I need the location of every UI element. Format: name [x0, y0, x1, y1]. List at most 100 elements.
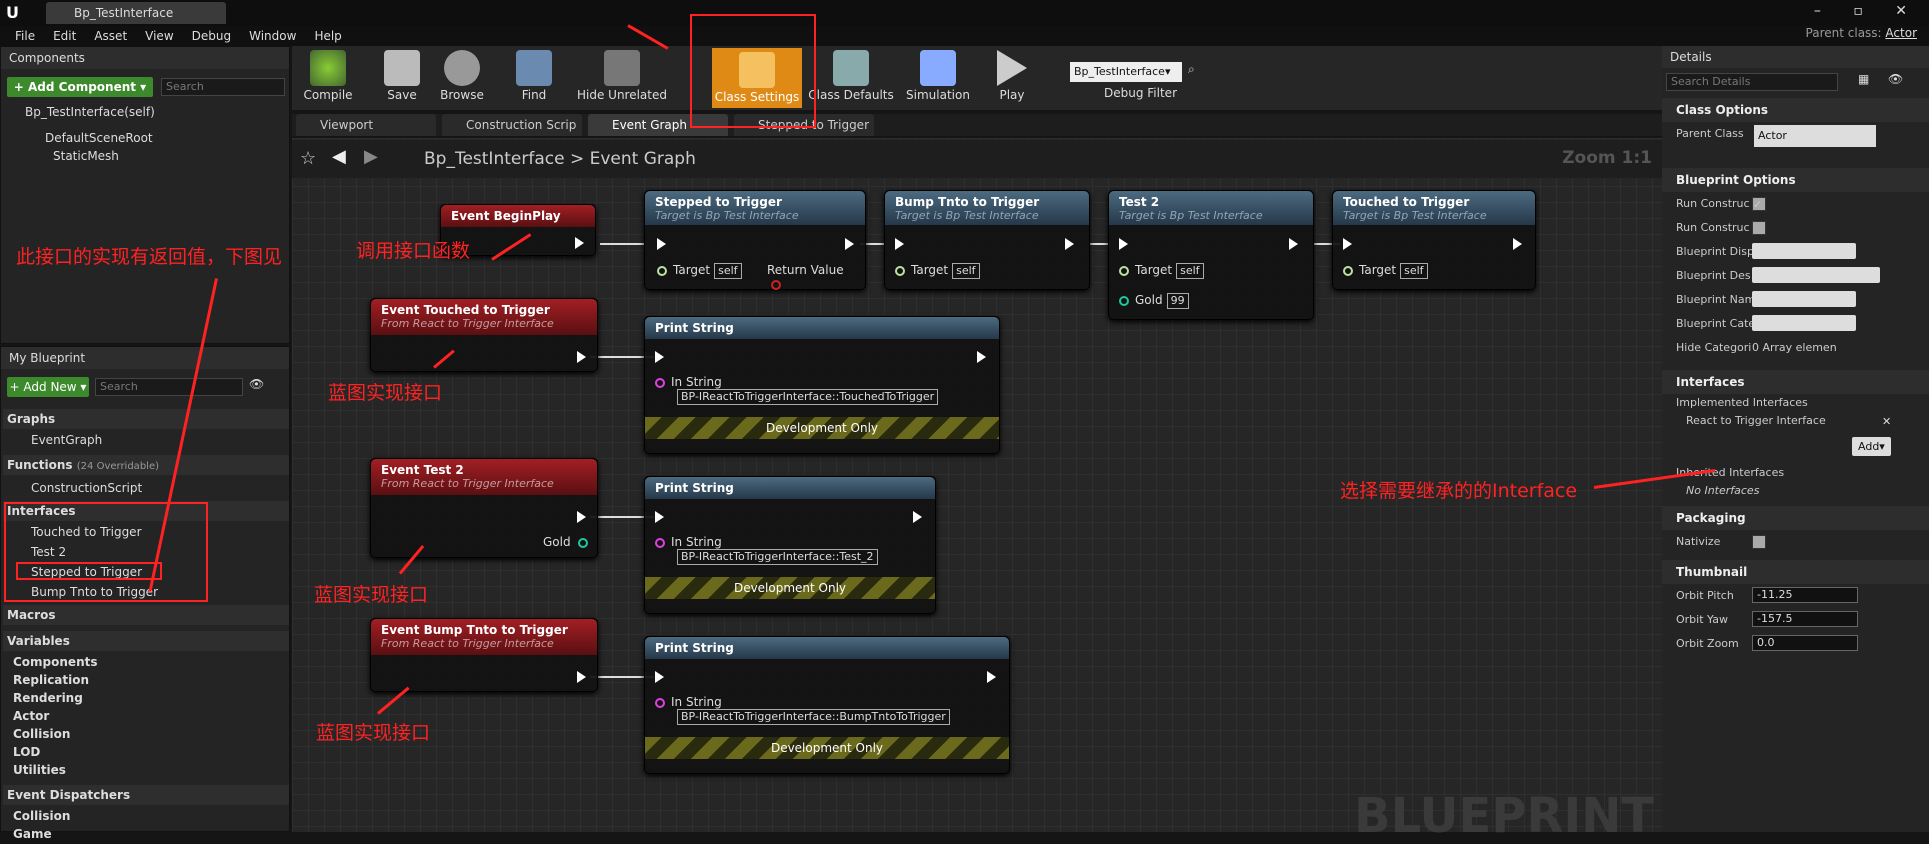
back-arrow-icon[interactable]: ◀: [332, 146, 346, 167]
section-macros[interactable]: Macros: [3, 605, 289, 625]
orbit-zoom-input[interactable]: 0.0: [1752, 635, 1858, 651]
blueprint-display-field[interactable]: [1752, 243, 1856, 259]
nativize-checkbox[interactable]: [1752, 535, 1766, 549]
section-graphs[interactable]: Graphs: [3, 409, 289, 429]
exec-out-pin[interactable]: [987, 671, 996, 683]
return-value-pin[interactable]: Return Value: [767, 263, 865, 291]
var-cat-replication[interactable]: Replication: [13, 673, 90, 687]
exec-out-pin[interactable]: [913, 511, 922, 523]
orbit-yaw-input[interactable]: -157.5: [1752, 611, 1858, 627]
menu-help[interactable]: Help: [314, 29, 342, 43]
breadcrumb-blueprint[interactable]: Bp_TestInterface: [424, 149, 565, 169]
run-construction-checkbox[interactable]: [1752, 221, 1766, 235]
blueprint-namespace-field[interactable]: [1752, 291, 1856, 307]
exec-out-pin[interactable]: [1065, 238, 1074, 250]
hide-unrelated-button[interactable]: Hide Unrelated: [572, 46, 672, 110]
interface-item-stepped[interactable]: Stepped to Trigger: [31, 565, 142, 579]
parent-class-link[interactable]: Actor: [1885, 26, 1917, 40]
components-search-input[interactable]: Search: [161, 78, 285, 96]
pin-value[interactable]: 99: [1166, 293, 1189, 309]
exec-out-pin[interactable]: [577, 671, 586, 683]
save-button[interactable]: Save: [372, 46, 432, 110]
exec-out-pin[interactable]: [575, 237, 584, 249]
class-defaults-button[interactable]: Class Defaults: [806, 46, 896, 110]
section-interfaces[interactable]: Interfaces: [1662, 370, 1929, 394]
pin-value[interactable]: self: [1400, 263, 1428, 279]
tab-stepped-to-trigger[interactable]: Stepped to Trigger: [734, 114, 874, 136]
play-button[interactable]: Play: [982, 46, 1042, 110]
interface-item-test2[interactable]: Test 2: [31, 545, 67, 559]
exec-out-pin[interactable]: [1289, 238, 1298, 250]
add-component-button[interactable]: + Add Component ▾: [7, 77, 153, 97]
disp-cat-game[interactable]: Game: [13, 827, 52, 841]
window-controls[interactable]: – ▫ ✕: [1813, 3, 1921, 19]
exec-out-pin[interactable]: [1513, 238, 1522, 250]
exec-in-pin[interactable]: [1343, 238, 1352, 250]
debug-object-select[interactable]: Bp_TestInterface▾: [1070, 62, 1182, 82]
browse-button[interactable]: Browse: [430, 46, 494, 110]
string-value-input[interactable]: BP-IReactToTriggerInterface::Test_2: [677, 549, 878, 565]
favorite-star-icon[interactable]: ☆: [300, 148, 317, 169]
section-interfaces[interactable]: Interfaces: [3, 501, 289, 521]
string-value-input[interactable]: BP-IReactToTriggerInterface::TouchedToTr…: [677, 389, 939, 405]
remove-interface-icon[interactable]: ✕: [1882, 415, 1892, 428]
component-static-mesh[interactable]: StaticMesh: [53, 149, 119, 163]
construction-script-item[interactable]: ConstructionScript: [31, 481, 143, 495]
var-cat-collision[interactable]: Collision: [13, 727, 71, 741]
exec-in-pin[interactable]: [655, 511, 664, 523]
menu-asset[interactable]: Asset: [94, 29, 128, 43]
debug-search-icon[interactable]: ⌕: [1188, 62, 1195, 76]
parent-class-select[interactable]: Actor: [1754, 125, 1876, 147]
tab-construction-script[interactable]: Construction Scrip: [442, 114, 582, 136]
var-cat-components[interactable]: Components: [13, 655, 98, 669]
section-blueprint-options[interactable]: Blueprint Options: [1662, 168, 1929, 192]
grid-view-icon[interactable]: ▦: [1858, 72, 1870, 86]
add-interface-button[interactable]: Add▾: [1852, 437, 1891, 456]
class-settings-button[interactable]: Class Settings: [712, 48, 802, 108]
exec-in-pin[interactable]: [1119, 238, 1128, 250]
menu-window[interactable]: Window: [249, 29, 297, 43]
string-value-input[interactable]: BP-IReactToTriggerInterface::BumpTntoToT…: [677, 709, 950, 725]
forward-arrow-icon[interactable]: ▶: [364, 146, 378, 167]
interface-item-bump[interactable]: Bump Tnto to Trigger: [31, 585, 159, 599]
node-event-begin-play[interactable]: Event BeginPlay: [440, 204, 596, 256]
my-blueprint-search-input[interactable]: Search: [95, 378, 243, 396]
var-cat-lod[interactable]: LOD: [13, 745, 41, 759]
pin-value[interactable]: self: [714, 263, 742, 279]
menu-debug[interactable]: Debug: [191, 29, 232, 43]
menu-edit[interactable]: Edit: [53, 29, 77, 43]
section-packaging[interactable]: Packaging: [1662, 506, 1929, 530]
component-self[interactable]: Bp_TestInterface(self): [25, 105, 155, 119]
run-construction-checkbox[interactable]: ✓: [1752, 197, 1766, 211]
tab-viewport[interactable]: Viewport: [296, 114, 436, 136]
exec-in-pin[interactable]: [895, 238, 904, 250]
var-cat-utilities[interactable]: Utilities: [13, 763, 66, 777]
section-functions[interactable]: Functions (24 Overridable): [3, 455, 289, 475]
interface-item-touched[interactable]: Touched to Trigger: [31, 525, 142, 539]
component-scene-root[interactable]: DefaultSceneRoot: [45, 131, 153, 145]
add-new-button[interactable]: + Add New ▾: [7, 377, 89, 397]
section-event-dispatchers[interactable]: Event Dispatchers: [3, 785, 289, 805]
section-class-options[interactable]: Class Options: [1662, 98, 1929, 122]
blueprint-description-field[interactable]: [1752, 267, 1880, 283]
exec-out-pin[interactable]: [577, 351, 586, 363]
visibility-eye-icon[interactable]: 👁: [1888, 72, 1904, 86]
breadcrumb-graph[interactable]: Event Graph: [589, 149, 696, 169]
exec-out-pin[interactable]: [977, 351, 986, 363]
document-tab[interactable]: Bp_TestInterface: [46, 2, 226, 24]
menu-view[interactable]: View: [145, 29, 174, 43]
